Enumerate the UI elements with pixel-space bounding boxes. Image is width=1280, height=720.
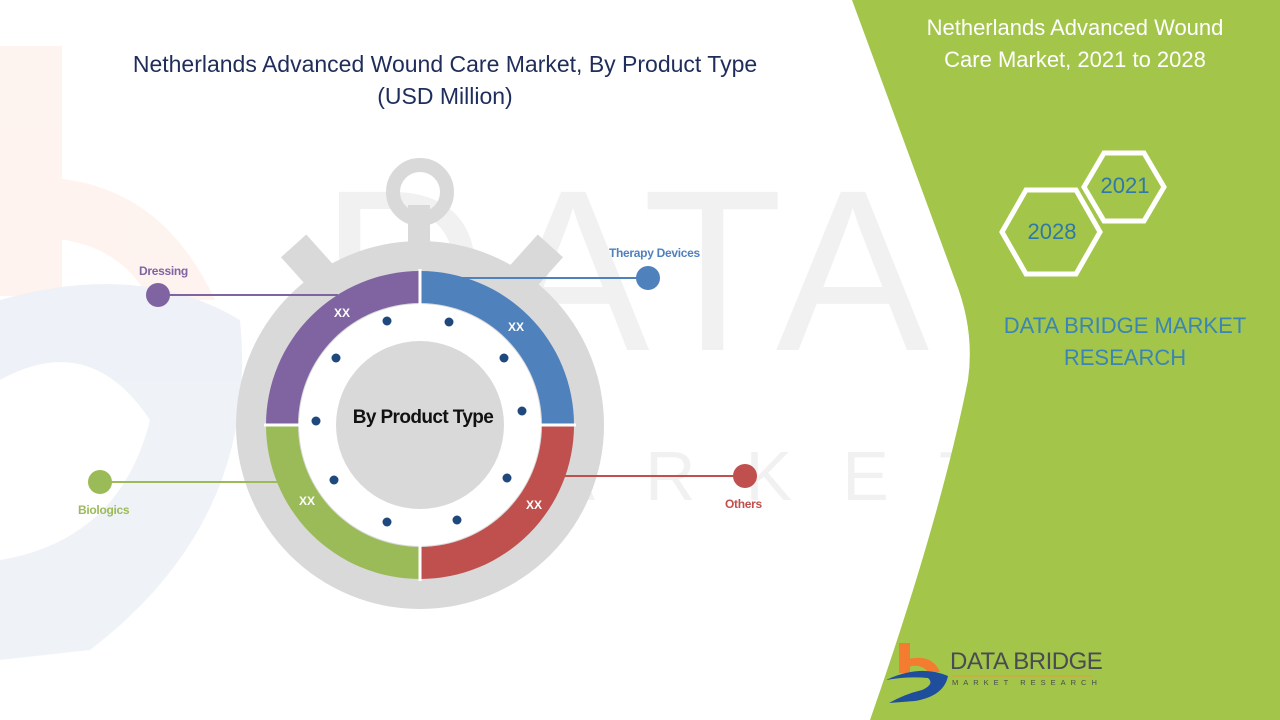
value-therapy-devices: XX bbox=[508, 320, 525, 334]
brand-name-line1: DATA BRIDGE MARKET bbox=[1003, 313, 1247, 338]
chart-title-line1: Netherlands Advanced Wound Care Market, … bbox=[132, 51, 758, 77]
logo-wordmark: DATA BRIDGE bbox=[950, 648, 1103, 675]
label-therapy-devices: Therapy Devices bbox=[609, 246, 700, 260]
brand-name-line2: RESEARCH bbox=[1063, 345, 1187, 370]
value-others: XX bbox=[526, 498, 543, 512]
watermark-logo bbox=[0, 46, 243, 660]
segment-others[interactable] bbox=[420, 425, 574, 579]
segment-dressing[interactable] bbox=[266, 271, 420, 425]
donut-chart bbox=[264, 269, 576, 581]
side-panel-title: Netherlands Advanced Wound Care Market, … bbox=[885, 12, 1265, 76]
value-dressing: XX bbox=[334, 306, 351, 320]
logo-mark-icon bbox=[886, 643, 1092, 703]
side-panel-background bbox=[852, 0, 1280, 720]
label-dressing: Dressing bbox=[139, 264, 188, 278]
hexagon-2021 bbox=[1081, 150, 1167, 224]
brand-name: DATA BRIDGE MARKET RESEARCH bbox=[985, 310, 1265, 374]
label-others: Others bbox=[725, 497, 762, 511]
callouts bbox=[88, 266, 757, 494]
chart-title: Netherlands Advanced Wound Care Market, … bbox=[100, 48, 790, 112]
year-2021-label: 2021 bbox=[1100, 173, 1150, 198]
hexagon-2028 bbox=[999, 187, 1103, 277]
logo-tagline: MARKET RESEARCH bbox=[952, 678, 1102, 687]
dressing-marker bbox=[146, 283, 170, 307]
value-biologics: XX bbox=[299, 494, 316, 508]
donut-center-label: By Product Type bbox=[352, 407, 494, 428]
chart-title-line2: (USD Million) bbox=[377, 83, 513, 109]
segment-therapy-devices[interactable] bbox=[420, 271, 574, 425]
label-biologics: Biologics bbox=[78, 503, 130, 517]
year-2028-label: 2028 bbox=[1027, 219, 1077, 244]
dial-dots bbox=[311, 316, 527, 527]
others-marker bbox=[733, 464, 757, 488]
side-panel-title-line1: Netherlands Advanced Wound bbox=[926, 15, 1224, 40]
therapy-devices-marker bbox=[636, 266, 660, 290]
side-panel-title-line2: Care Market, 2021 to 2028 bbox=[944, 47, 1206, 72]
biologics-marker bbox=[88, 470, 112, 494]
segment-biologics[interactable] bbox=[266, 425, 420, 579]
